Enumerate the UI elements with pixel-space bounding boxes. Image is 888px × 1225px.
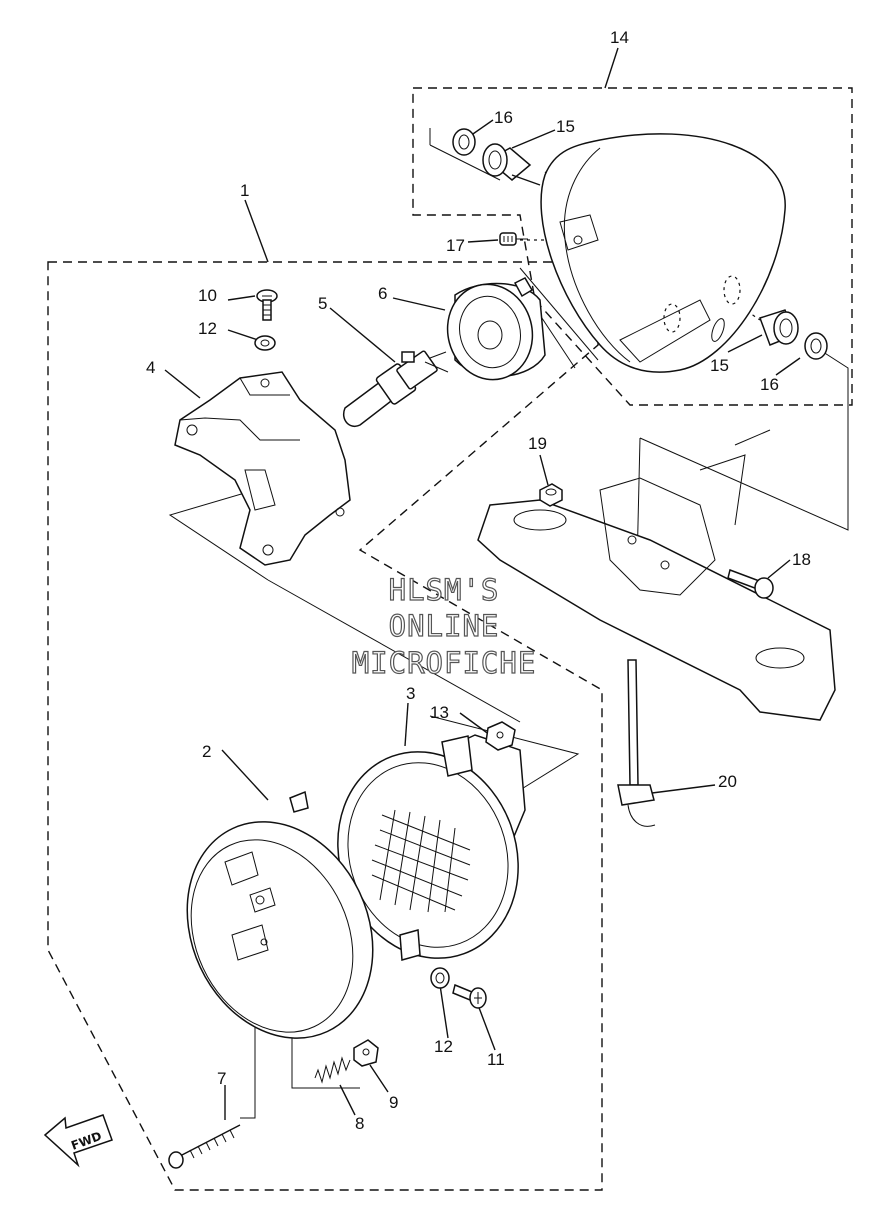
callout-1: 1 <box>240 181 249 200</box>
callout-8: 8 <box>355 1114 364 1133</box>
bulb-socket-6 <box>446 277 546 381</box>
bushing-15-upper <box>482 143 541 186</box>
assembly-14-boundary <box>412 87 853 406</box>
callout-4: 4 <box>146 358 155 377</box>
forward-arrow-icon: FWD <box>43 1114 113 1168</box>
callout-13: 13 <box>430 703 449 722</box>
callout-18: 18 <box>792 550 811 569</box>
assembly-1-boundary <box>47 261 603 1191</box>
screw-10 <box>256 289 278 321</box>
adjust-screw-7 <box>168 1124 241 1169</box>
headlight-housing <box>540 133 786 373</box>
callout-16-top: 16 <box>494 108 513 127</box>
watermark-line-1: HLSM'S <box>389 573 500 607</box>
collar-16-lower <box>804 332 828 360</box>
callout-2: 2 <box>202 742 211 761</box>
cable-tie-20 <box>617 659 656 827</box>
callout-12-top: 12 <box>198 319 217 338</box>
callout-17: 17 <box>446 236 465 255</box>
callout-12-bottom: 12 <box>434 1037 453 1056</box>
leader-lines <box>164 47 849 1120</box>
callout-5: 5 <box>318 294 327 313</box>
lens-grid <box>371 809 471 913</box>
nut-9 <box>353 1039 379 1067</box>
bolt-18 <box>727 569 774 599</box>
watermark-line-3: MICROFICHE <box>352 646 537 680</box>
callout-6: 6 <box>378 284 387 303</box>
nut-13 <box>485 721 516 751</box>
callout-9: 9 <box>389 1093 398 1112</box>
callout-7: 7 <box>217 1069 226 1088</box>
lock-washer-12-bottom <box>430 967 450 989</box>
nut-19 <box>539 483 563 507</box>
callout-15-top: 15 <box>556 117 575 136</box>
bracket-clamp <box>477 429 836 721</box>
screw-11 <box>452 983 487 1009</box>
callout-10: 10 <box>198 286 217 305</box>
callout-16-bottom: 16 <box>760 375 779 394</box>
headlight-rim-2 <box>186 790 374 1039</box>
callout-11: 11 <box>487 1050 505 1069</box>
watermark: HLSM'S ONLINE MICROFICHE <box>351 572 537 680</box>
watermark-line-2: ONLINE <box>389 609 500 643</box>
spring-8 <box>314 1056 351 1084</box>
headlight-unit-3 <box>337 734 526 961</box>
callout-14: 14 <box>610 28 629 47</box>
bracket-4 <box>174 371 351 566</box>
callout-3: 3 <box>406 684 415 703</box>
callout-19: 19 <box>528 434 547 453</box>
callout-labels: 1 2 3 4 5 6 7 8 9 10 11 12 12 13 14 15 1… <box>146 28 811 1133</box>
bushing-15-lower <box>759 309 799 346</box>
callout-15-bottom: 15 <box>710 356 729 375</box>
screw-17 <box>499 232 528 246</box>
bulb-5 <box>343 350 449 427</box>
callout-20: 20 <box>718 772 737 791</box>
lock-washer-12-top <box>254 335 276 351</box>
collar-16-upper <box>452 128 476 156</box>
